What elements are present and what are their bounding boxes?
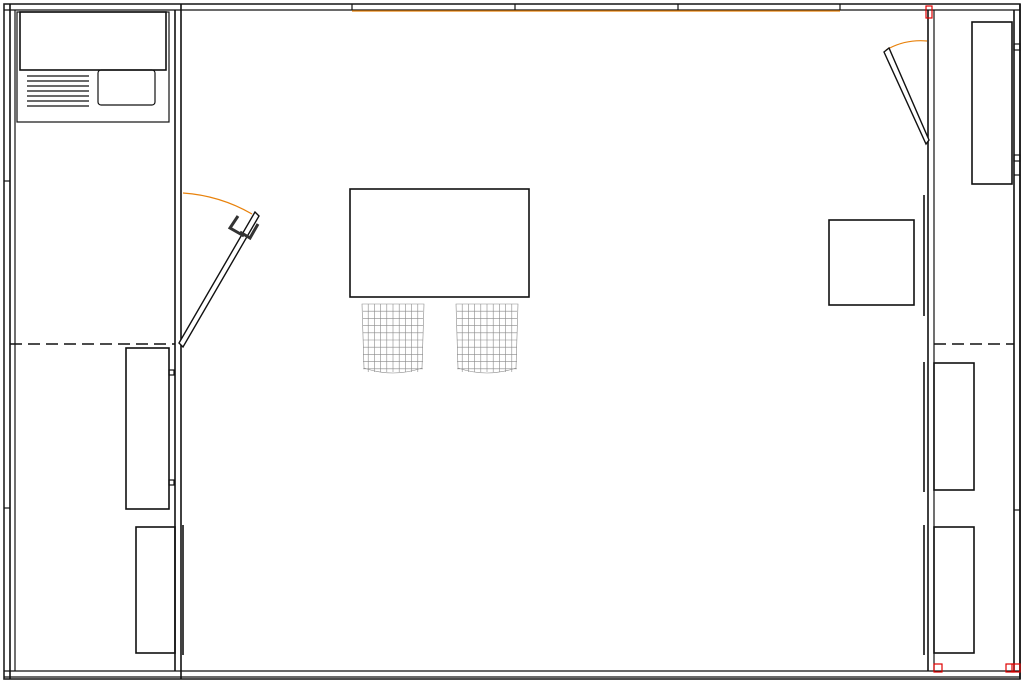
- kitchen-sink: [16, 11, 170, 123]
- left-door: [178, 192, 260, 349]
- right-door: [883, 40, 930, 146]
- chair-left: [361, 303, 425, 374]
- right-cabinets: [933, 21, 1013, 654]
- left-service-strip: [4, 4, 182, 679]
- top-window-strip: [351, 4, 841, 12]
- meeting-table: [349, 188, 530, 298]
- right-service-strip: [923, 4, 1021, 679]
- side-table: [828, 219, 915, 306]
- chair-right: [455, 303, 519, 374]
- left-cabinets: [125, 347, 184, 655]
